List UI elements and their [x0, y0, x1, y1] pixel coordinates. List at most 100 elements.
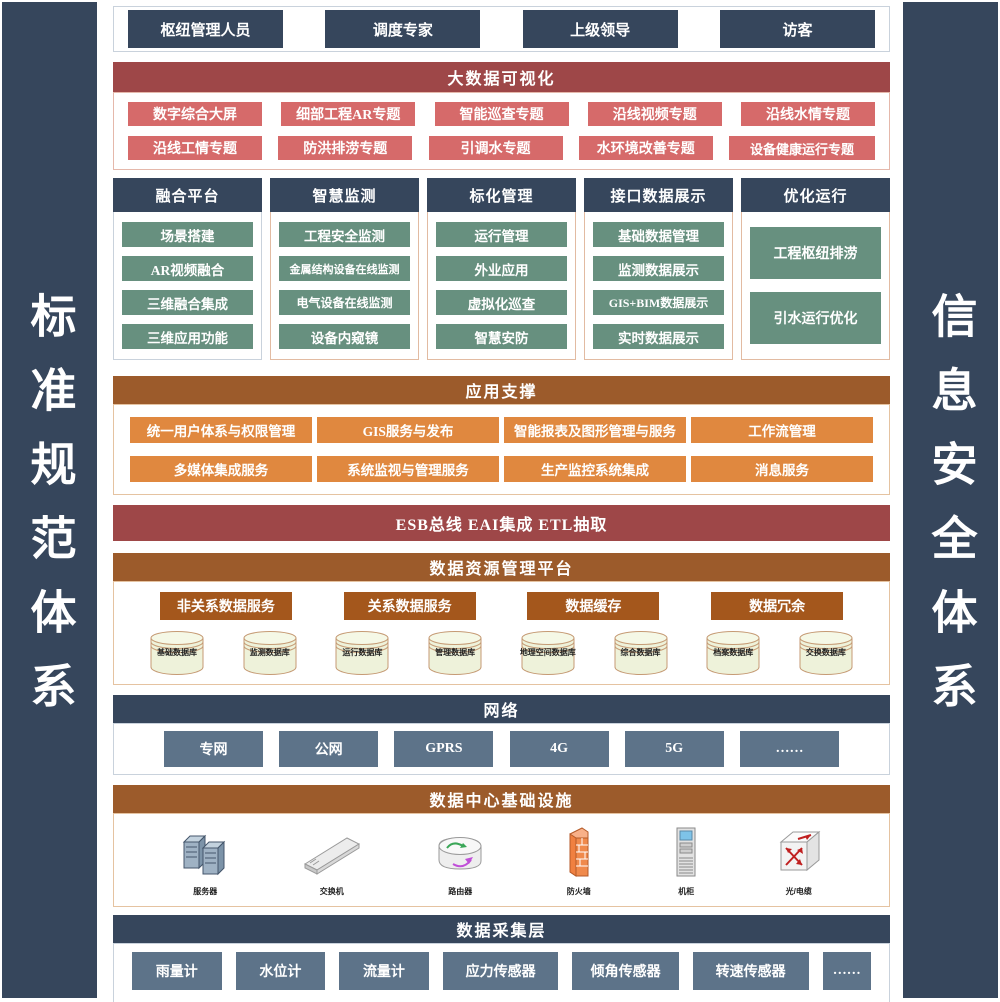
feature-chip: 外业应用	[436, 256, 567, 281]
datacenter-title: 数据中心基础设施	[113, 785, 890, 813]
column-body: 场景搭建 AR视频融合 三维融合集成 三维应用功能	[113, 212, 262, 360]
bigdata-topic: 沿线视频专题	[587, 102, 722, 126]
data-platform-section: 数据资源管理平台 非关系数据服务 关系数据服务 数据缓存 数据冗余 基础数据库 …	[113, 553, 890, 685]
device-label: 光/电缆	[785, 886, 812, 896]
database-cylinder: 交换数据库	[793, 628, 859, 678]
bigdata-topic: 设备健康运行专题	[729, 136, 875, 160]
platform-columns: 融合平台 场景搭建 AR视频融合 三维融合集成 三维应用功能 智慧监测 工程安全…	[113, 178, 890, 360]
server-icon	[176, 824, 234, 885]
user-role: 枢纽管理人员	[128, 10, 283, 48]
bigdata-section-title: 大数据可视化	[113, 62, 890, 92]
app-support-title: 应用支撑	[113, 376, 890, 404]
database-icon	[144, 628, 210, 678]
collection-title: 数据采集层	[113, 915, 890, 943]
device-label: 路由器	[448, 886, 473, 896]
device-router: 路由器	[429, 824, 491, 897]
column-interface-data: 接口数据展示 基础数据管理 监测数据展示 GIS+BIM数据展示 实时数据展示	[584, 178, 733, 360]
device-switch: 交换机	[299, 824, 365, 897]
network-section: 网络 专网 公网 GPRS 4G 5G ……	[113, 695, 890, 775]
network-type: 专网	[164, 731, 263, 767]
app-service: GIS服务与发布	[317, 417, 499, 443]
device-rack: 机柜	[666, 824, 706, 897]
bigdata-topic: 智能巡查专题	[434, 102, 569, 126]
feature-chip: 虚拟化巡查	[436, 290, 567, 315]
bigdata-topic: 引调水专题	[428, 136, 563, 160]
database-label: 地理空间数据库	[519, 648, 576, 657]
bigdata-section: 大数据可视化 数字综合大屏 细部工程AR专题 智能巡查专题 沿线视频专题 沿线水…	[113, 62, 890, 170]
database-cylinder: 管理数据库	[422, 628, 488, 678]
database-label: 基础数据库	[157, 648, 197, 657]
data-platform-body: 非关系数据服务 关系数据服务 数据缓存 数据冗余 基础数据库 监测数据库	[113, 581, 890, 685]
feature-chip: 三维融合集成	[122, 290, 253, 315]
feature-chip: 智慧安防	[436, 324, 567, 349]
app-service: 消息服务	[691, 456, 873, 482]
column-title: 融合平台	[113, 178, 262, 212]
feature-chip: 场景搭建	[122, 222, 253, 247]
bigdata-topic: 沿线工情专题	[128, 136, 262, 160]
database-label: 交换数据库	[805, 648, 846, 657]
database-label: 档案数据库	[713, 648, 754, 657]
data-service: 关系数据服务	[343, 592, 476, 620]
feature-chip: 设备内窥镜	[279, 324, 410, 349]
app-service: 工作流管理	[691, 417, 873, 443]
feature-chip: 工程安全监测	[279, 222, 410, 247]
feature-chip: 基础数据管理	[593, 222, 724, 247]
database-icon	[422, 628, 488, 678]
switch-icon	[299, 824, 365, 885]
feature-chip: 实时数据展示	[593, 324, 724, 349]
datacenter-section: 数据中心基础设施 服务器	[113, 785, 890, 907]
firewall-icon	[556, 824, 602, 885]
sensor-chip: 雨量计	[132, 952, 222, 990]
column-body: 工程枢纽排涝 引水运行优化	[741, 212, 890, 360]
database-label: 监测数据库	[249, 648, 290, 657]
data-service: 非关系数据服务	[159, 592, 292, 620]
device-server: 服务器	[176, 824, 234, 897]
database-label: 综合数据库	[620, 648, 661, 657]
device-label: 服务器	[193, 886, 218, 896]
database-cylinder: 综合数据库	[608, 628, 674, 678]
right-banner: 信息安全体系	[903, 2, 998, 998]
column-title: 智慧监测	[270, 178, 419, 212]
bigdata-topic: 数字综合大屏	[128, 102, 262, 126]
esb-bus-bar: ESB总线 EAI集成 ETL抽取	[113, 505, 890, 541]
data-service: 数据冗余	[711, 592, 844, 620]
feature-chip: GIS+BIM数据展示	[593, 290, 724, 315]
data-platform-title: 数据资源管理平台	[113, 553, 890, 581]
rack-icon	[666, 824, 706, 885]
data-service: 数据缓存	[527, 592, 660, 620]
feature-chip: 金属结构设备在线监测	[279, 256, 410, 281]
databases-row: 基础数据库 监测数据库 运行数据库 管理数据库	[134, 628, 869, 678]
column-smart-monitoring: 智慧监测 工程安全监测 金属结构设备在线监测 电气设备在线监测 设备内窥镜	[270, 178, 419, 360]
column-title: 标化管理	[427, 178, 576, 212]
network-type: 4G	[509, 731, 609, 767]
device-cable: 光/电缆	[771, 824, 827, 897]
app-support-section: 应用支撑 统一用户体系与权限管理 GIS服务与发布 智能报表及图形管理与服务 工…	[113, 376, 890, 495]
feature-chip: AR视频融合	[122, 256, 253, 281]
feature-chip: 引水运行优化	[750, 292, 881, 345]
app-support-body: 统一用户体系与权限管理 GIS服务与发布 智能报表及图形管理与服务 工作流管理 …	[113, 404, 890, 495]
column-body: 运行管理 外业应用 虚拟化巡查 智慧安防	[427, 212, 576, 360]
sensor-chip: 水位计	[235, 952, 326, 990]
user-role: 调度专家	[325, 10, 481, 48]
collection-section: 数据采集层 雨量计 水位计 流量计 应力传感器 倾角传感器 转速传感器 ……	[113, 915, 890, 1002]
database-icon	[700, 628, 766, 678]
bigdata-topic: 水环境改善专题	[578, 136, 713, 160]
database-icon	[793, 628, 859, 678]
device-label: 交换机	[319, 886, 344, 896]
database-cylinder: 监测数据库	[237, 628, 303, 678]
bigdata-topic: 防洪排涝专题	[278, 136, 413, 160]
app-service: 智能报表及图形管理与服务	[504, 417, 686, 443]
column-fusion-platform: 融合平台 场景搭建 AR视频融合 三维融合集成 三维应用功能	[113, 178, 262, 360]
app-service: 统一用户体系与权限管理	[130, 417, 312, 443]
sensor-chip: 转速传感器	[692, 952, 809, 990]
database-label: 管理数据库	[435, 648, 476, 657]
bigdata-topic: 沿线水情专题	[741, 102, 875, 126]
network-type: 公网	[279, 731, 379, 767]
left-banner-text: 标准规范体系	[24, 292, 76, 736]
app-service: 生产监控系统集成	[504, 456, 686, 482]
network-title: 网络	[113, 695, 890, 723]
feature-chip: 电气设备在线监测	[279, 290, 410, 315]
column-title: 接口数据展示	[584, 178, 733, 212]
device-firewall: 防火墙	[556, 824, 602, 897]
